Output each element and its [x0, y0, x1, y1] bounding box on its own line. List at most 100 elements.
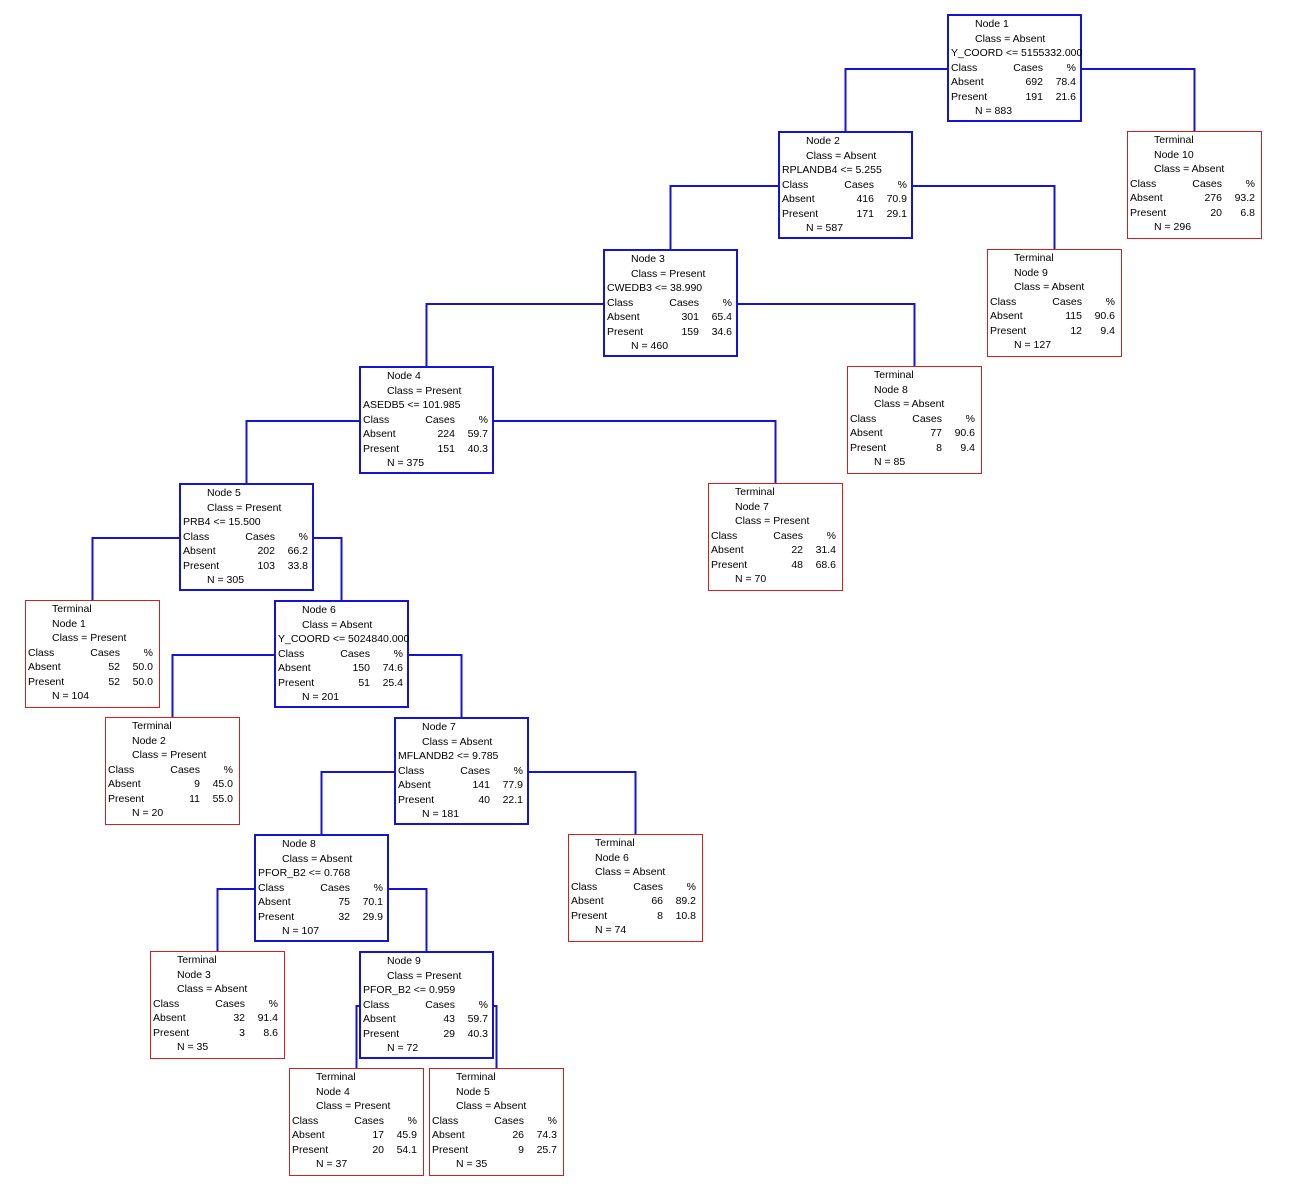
node-class: Class = Present [735, 515, 810, 527]
percent-cell: 6.8 [1240, 206, 1255, 219]
class-cell: Class [292, 1114, 319, 1127]
node-count: N = 37 [316, 1158, 348, 1170]
percent-cell: % [965, 412, 975, 425]
terminal-label: Terminal [595, 837, 635, 849]
cases-cell: Cases [773, 529, 803, 542]
class-cell: Absent [398, 779, 431, 791]
cases-cell: 48 [791, 558, 803, 571]
cases-cell: 52 [108, 661, 120, 673]
cases-cell: Cases [460, 764, 490, 777]
node-title: Node 1 [975, 18, 1009, 30]
node-count: N = 35 [456, 1158, 488, 1170]
node-count: N = 181 [422, 808, 460, 820]
class-cell: Present [153, 1026, 190, 1039]
class-cell: Class [363, 413, 390, 426]
class-cell: Class [153, 997, 180, 1010]
node-count: N = 107 [282, 925, 320, 937]
class-cell: Present [258, 910, 295, 923]
percent-cell: % [223, 763, 233, 776]
node-title: Node 5 [207, 487, 241, 499]
cases-cell: Cases [494, 1114, 524, 1127]
cases-cell: 75 [338, 896, 350, 908]
node-class: Class = Absent [282, 852, 353, 865]
class-cell: Present [711, 558, 748, 571]
tree-edge [913, 185, 1056, 249]
cases-cell: Cases [669, 296, 699, 309]
node-title: Node 8 [282, 838, 316, 850]
cases-cell: 103 [257, 559, 275, 572]
terminal-label: Terminal [735, 486, 775, 498]
percent-cell: % [393, 647, 403, 660]
node-class: Class = Absent [177, 983, 248, 995]
class-cell: Absent [258, 896, 291, 908]
percent-cell: % [686, 880, 696, 893]
percent-cell: 29.1 [886, 207, 907, 220]
class-cell: Present [363, 442, 400, 455]
class-cell: Absent [990, 310, 1023, 322]
node-class: Class = Absent [1154, 163, 1225, 175]
class-cell: Class [183, 530, 210, 543]
terminal-label: Terminal [1154, 134, 1194, 146]
node-class: Class = Absent [595, 866, 666, 878]
percent-cell: % [268, 997, 278, 1010]
node-count: N = 883 [975, 105, 1013, 117]
class-cell: Class [258, 881, 285, 894]
node-class: Class = Present [207, 501, 282, 514]
cases-cell: 3 [239, 1026, 245, 1039]
class-cell: Absent [278, 662, 311, 674]
cases-cell: Cases [354, 1114, 384, 1127]
class-cell: Present [398, 793, 435, 806]
percent-cell: 34.6 [711, 325, 732, 338]
cases-cell: 301 [681, 311, 699, 323]
tree-edge [245, 420, 359, 483]
class-cell: Present [363, 1027, 400, 1040]
class-cell: Class [607, 296, 634, 309]
tree-edge [91, 537, 179, 600]
node-class: Class = Absent [1014, 281, 1085, 293]
node-class: Class = Present [387, 384, 462, 397]
node-class: Class = Absent [806, 149, 877, 162]
percent-cell: 91.4 [257, 1012, 278, 1024]
percent-cell: 70.1 [362, 896, 383, 908]
percent-cell: 59.7 [467, 1013, 488, 1025]
percent-cell: % [478, 413, 488, 426]
node-class: Class = Absent [975, 32, 1046, 45]
terminal-label: Terminal [456, 1071, 496, 1083]
node-count: N = 104 [52, 690, 90, 702]
percent-cell: 31.4 [815, 544, 836, 556]
class-cell: Present [951, 90, 988, 103]
cases-cell: 29 [443, 1027, 455, 1040]
node-count: N = 201 [302, 691, 340, 703]
tree-edge [389, 888, 428, 951]
percent-cell: 40.3 [467, 442, 488, 455]
class-cell: Absent [363, 428, 396, 440]
node-count: N = 375 [387, 457, 425, 469]
percent-cell: 68.6 [815, 558, 836, 571]
node-class: Class = Absent [302, 618, 373, 631]
percent-cell: 25.4 [382, 676, 403, 689]
class-cell: Class [398, 764, 425, 777]
tree-edge [1082, 68, 1196, 131]
node-title: Node 4 [316, 1085, 350, 1098]
class-cell: Present [571, 909, 608, 922]
node-class: Class = Present [387, 969, 462, 982]
node-count: N = 587 [806, 222, 844, 234]
percent-cell: 70.9 [886, 193, 907, 205]
cases-cell: 9 [518, 1143, 524, 1156]
percent-cell: % [143, 646, 153, 659]
percent-cell: 50.0 [132, 675, 153, 688]
cases-cell: 11 [189, 792, 200, 805]
cases-cell: 159 [681, 325, 699, 338]
split-rule: Y_COORD <= 5155332.000 [951, 47, 1083, 59]
percent-cell: 77.9 [502, 779, 523, 791]
